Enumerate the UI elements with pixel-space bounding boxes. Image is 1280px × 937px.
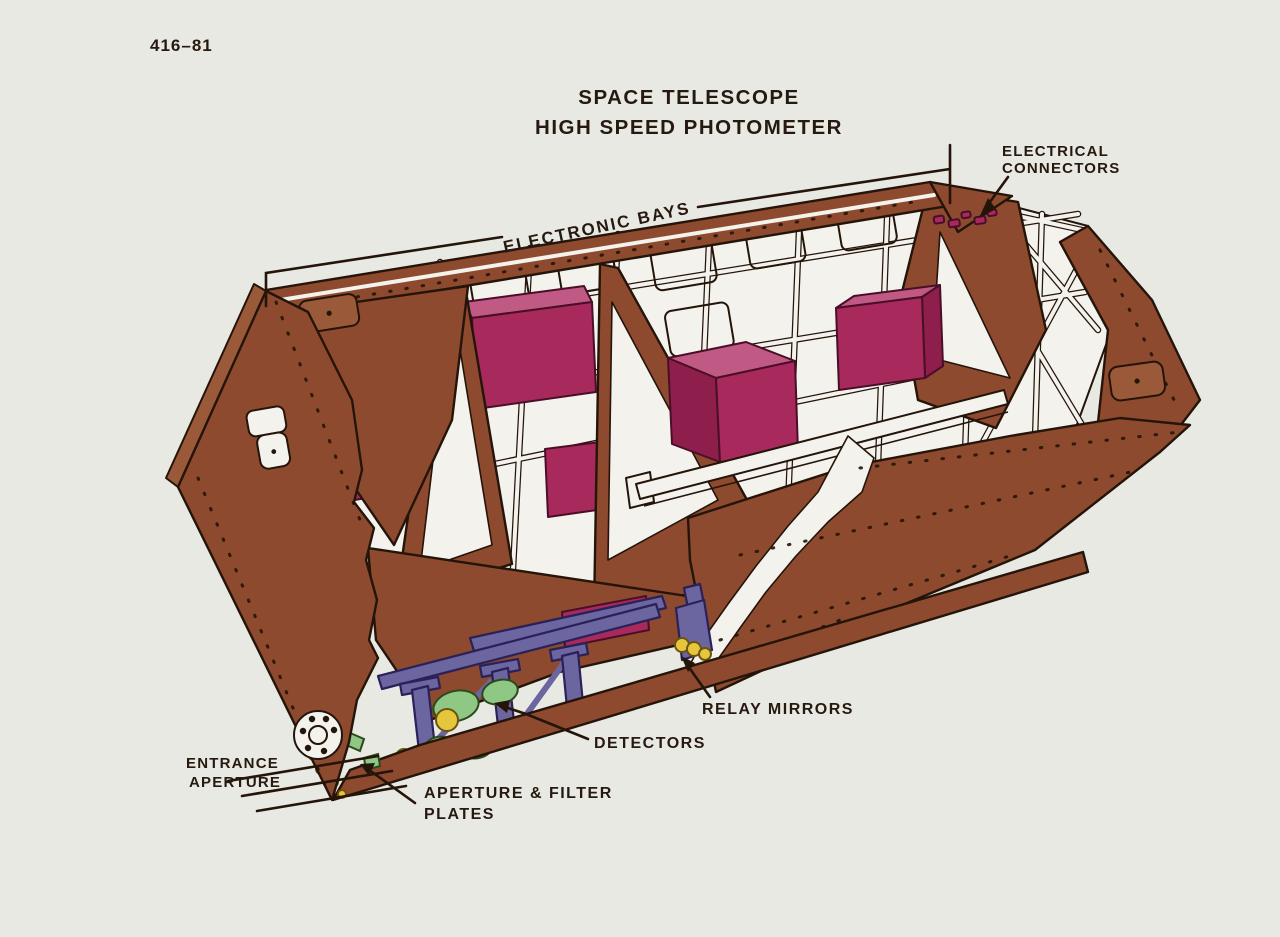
electronic-bays-bracket [264,143,952,308]
label-electrical-connectors-line2: CONNECTORS [1002,160,1120,177]
label-detectors: DETECTORS [594,735,706,752]
roof-panels [264,180,1014,547]
electrical-connectors [932,208,998,229]
label-aperture-filter-line1: APERTURE & FILTER [424,785,613,802]
floor-rail [331,550,1090,802]
electronics-box-right [835,284,944,391]
page-title-line2: HIGH SPEED PHOTOMETER [535,116,843,139]
aperture-plates-arrowhead [360,763,375,776]
text-layer: 416–81 SPACE TELESCOPE HIGH SPEED PHOTOM… [150,36,1120,823]
relay-mirrors-arrowhead [681,656,695,672]
detectors-leader [506,706,590,741]
figure-number: 416–81 [150,36,213,55]
electrical-connectors-arrowhead [979,198,996,218]
page-title-line1: SPACE TELESCOPE [578,86,799,109]
left-end-panel [165,283,380,802]
end-panel-latch [245,405,292,470]
label-electrical-connectors-line1: ELECTRICAL [1002,143,1109,160]
label-entrance-aperture-line1: ENTRANCE [186,755,279,772]
relay-mirrors-assembly [674,582,714,662]
detectors-arrowhead [494,700,510,713]
relay-mirrors-leader [686,664,712,699]
entrance-ray-lines [226,754,408,813]
side-access-panel [1108,360,1167,402]
optical-rail-beam [625,389,1009,509]
electrical-connectors-leader [985,175,1010,208]
callout-lines [226,143,1010,813]
label-relay-mirrors: RELAY MIRRORS [702,701,854,718]
right-side-panels [683,224,1202,694]
electronics-box-center [667,341,799,463]
entrance-aperture-flange [293,710,343,760]
label-aperture-filter-line2: PLATES [424,806,495,823]
label-entrance-aperture-line2: APERTURE [189,774,281,791]
